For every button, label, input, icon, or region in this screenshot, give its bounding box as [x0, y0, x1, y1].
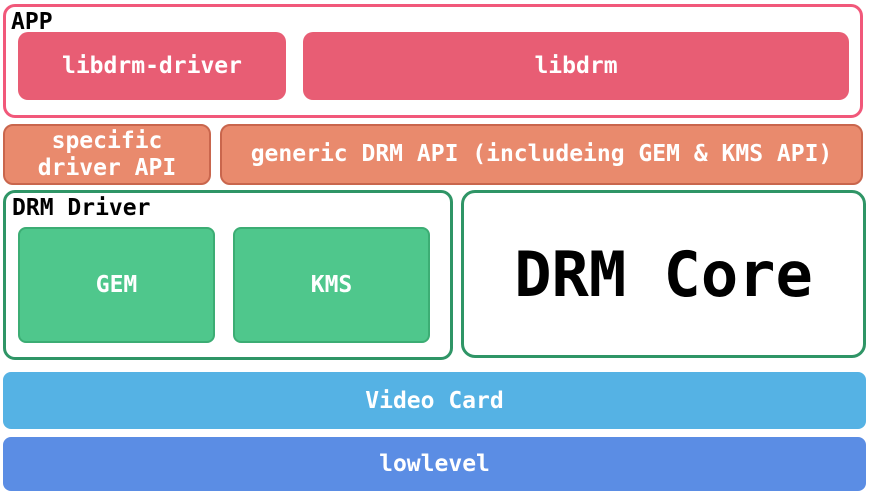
specific-driver-api-line2: driver API: [37, 154, 177, 181]
lowlevel-box: lowlevel: [3, 437, 866, 491]
libdrm-driver-label: libdrm-driver: [61, 53, 242, 79]
kms-box: KMS: [233, 227, 430, 343]
kms-label: KMS: [310, 272, 353, 298]
libdrm-label: libdrm: [534, 53, 618, 79]
drm-driver-label: DRM Driver: [12, 195, 151, 221]
app-label: APP: [11, 9, 53, 35]
generic-drm-api-label: generic DRM API (includeing GEM & KMS AP…: [250, 141, 833, 167]
drm-core-box: DRM Core: [461, 190, 866, 358]
video-card-box: Video Card: [3, 372, 866, 429]
specific-driver-api-box: specific driver API: [3, 124, 211, 185]
specific-driver-api-line1: specific: [51, 127, 163, 154]
gem-label: GEM: [95, 272, 138, 298]
libdrm-driver-box: libdrm-driver: [18, 32, 286, 100]
gem-box: GEM: [18, 227, 215, 343]
app-container: APP libdrm-driver libdrm: [3, 4, 863, 118]
libdrm-box: libdrm: [303, 32, 849, 100]
generic-drm-api-box: generic DRM API (includeing GEM & KMS AP…: [220, 124, 863, 185]
drm-core-label: DRM Core: [514, 237, 813, 311]
video-card-label: Video Card: [365, 387, 504, 414]
lowlevel-label: lowlevel: [379, 451, 490, 477]
drm-driver-container: DRM Driver GEM KMS: [3, 190, 453, 360]
